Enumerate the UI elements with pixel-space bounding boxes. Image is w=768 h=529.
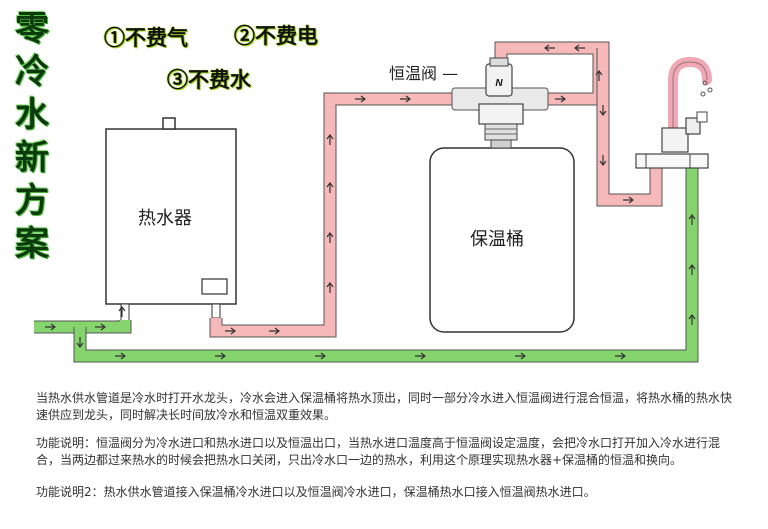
thermostatic-valve-label: 恒温阀 — [389, 64, 459, 83]
flow-arrow [599, 155, 607, 166]
hot-pipe-heater-to-valve-outline [209, 92, 462, 338]
title-char: 水 [15, 95, 49, 135]
flow-arrow [326, 232, 334, 243]
flow-arrow [115, 352, 126, 360]
flow-arrow [326, 282, 334, 293]
flow-arrow [269, 327, 280, 335]
title-char: 方 [15, 181, 49, 221]
description-main: 当热水供水管道是冷水时打开水龙头，冷水会进入保温桶将热水顶出，同时一部分冷水进入… [36, 391, 733, 422]
flow-arrow [355, 95, 366, 103]
flow-arrow [76, 337, 84, 348]
flow-arrow [326, 182, 334, 193]
title-char: 冷 [15, 52, 49, 92]
feature-no-electricity: ②不费电 [234, 23, 318, 48]
storage-tank-label: 保温桶 [470, 229, 524, 250]
faucet [635, 56, 713, 169]
flow-arrow [118, 306, 126, 317]
title-char: 零 [15, 9, 49, 49]
flow-arrow [615, 352, 626, 360]
flow-arrow [688, 214, 696, 225]
flow-arrow [315, 352, 326, 360]
thermostatic-valve: N [451, 57, 549, 149]
feature-no-water-waste: ③不费水 [167, 67, 251, 92]
valve-mark: N [495, 78, 503, 89]
flow-arrow [544, 44, 555, 52]
water-heater-panel [201, 278, 228, 295]
flow-arrow [45, 323, 56, 331]
water-heater-label: 热水器 [138, 208, 192, 229]
hot-pipe-to-faucet [597, 42, 662, 206]
flow-arrow [555, 95, 566, 103]
title-char: 案 [15, 224, 49, 264]
feature-no-gas: ①不费气 [104, 25, 188, 50]
description-function-1: 功能说明：恒温阀分为冷水进口和热水进口以及恒温出口，当热水进口温度高于恒温阀设定… [36, 436, 721, 467]
hot-pipe-heater-to-valve [210, 93, 462, 337]
flow-arrow [326, 134, 334, 145]
vertical-title: 零冷水新方案 [12, 8, 52, 266]
flow-arrow [688, 264, 696, 275]
flow-arrow [595, 70, 603, 81]
flow-arrows [45, 44, 696, 360]
flow-arrow [400, 95, 411, 103]
cold-pipe-inlet-to-heater [34, 320, 131, 333]
flow-arrow [95, 323, 106, 331]
water-heater-flue [162, 117, 176, 130]
flow-arrow [623, 196, 634, 204]
flow-arrow [225, 327, 236, 335]
description-function-2: 功能说明2：热水供水管道接入保温桶冷水进口以及恒温阀冷水进口，保温桶热水口接入恒… [36, 485, 596, 499]
flow-arrow [515, 352, 526, 360]
flow-arrow [415, 352, 426, 360]
flow-arrow [688, 314, 696, 325]
title-char: 新 [15, 138, 49, 178]
flow-arrow [574, 44, 585, 52]
hot-water-pipes [209, 41, 663, 338]
flow-arrow [215, 352, 226, 360]
heater-outlet-stub [211, 303, 221, 319]
flow-arrow [599, 105, 607, 116]
water-heater-box [105, 128, 237, 305]
